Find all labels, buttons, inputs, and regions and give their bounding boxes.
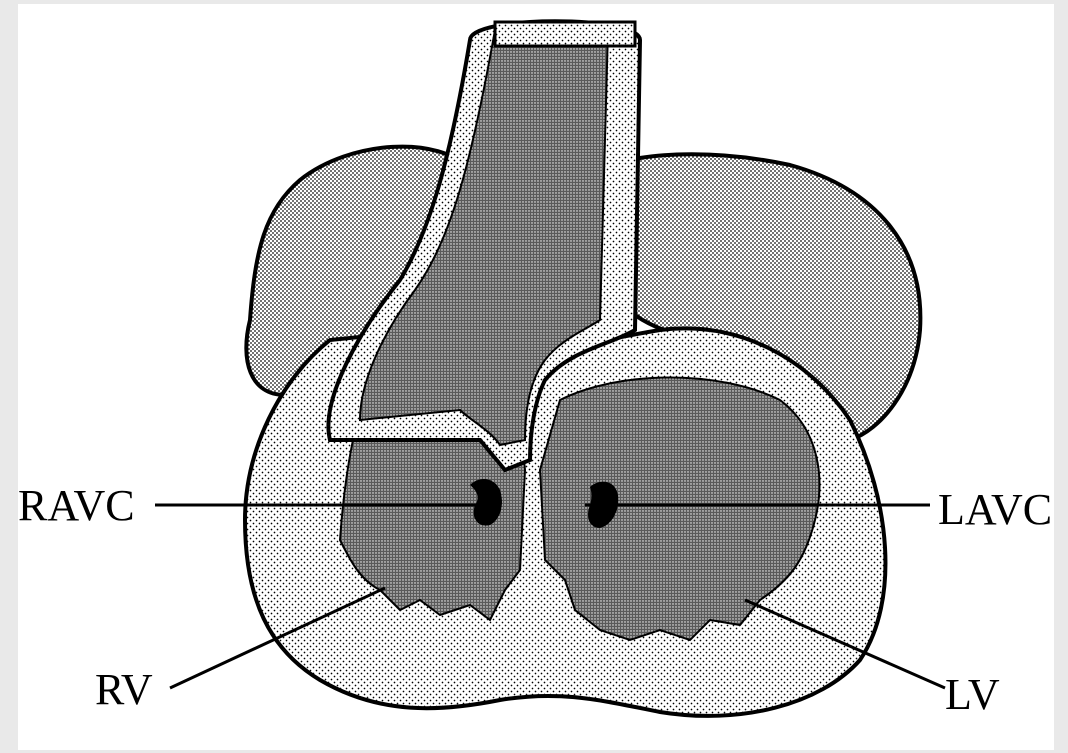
- label-lv: LV: [945, 670, 1000, 719]
- outflow-tract-opening: [495, 22, 635, 46]
- label-lavc: LAVC: [938, 485, 1052, 534]
- label-rv: RV: [95, 665, 153, 714]
- label-ravc: RAVC: [18, 481, 135, 530]
